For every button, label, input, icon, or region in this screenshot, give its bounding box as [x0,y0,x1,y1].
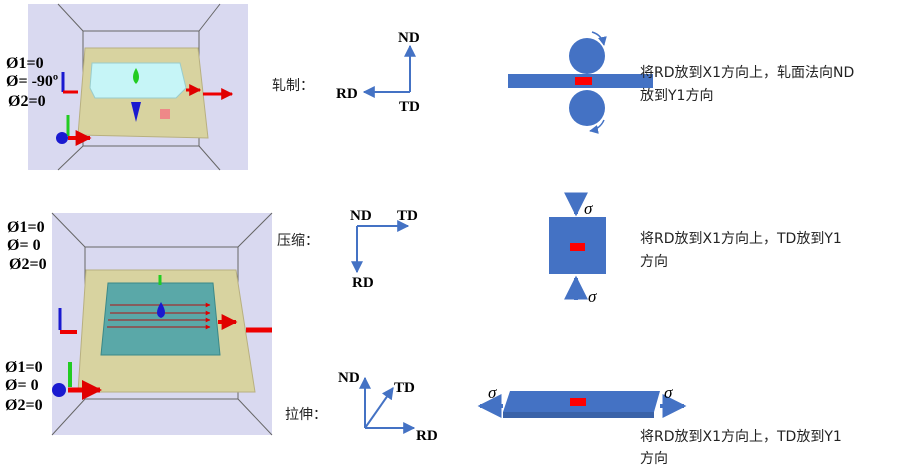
svg-text:Ø= -90º: Ø= -90º [6,73,58,90]
rolling-3d-scene [28,3,248,171]
tension-axes [359,376,416,434]
svg-text:Ø2=0: Ø2=0 [9,256,47,273]
sigma-label: σ [588,287,597,306]
compression-label: 压缩： [277,233,319,249]
svg-text:Ø= 0: Ø= 0 [5,377,39,394]
svg-text:Ø1=0: Ø1=0 [5,359,43,376]
rd-axis-label: RD [352,275,374,291]
compression-euler-angles: Ø1=0 Ø= 0 Ø2=0 [7,219,47,273]
td-axis-label: TD [397,208,418,224]
compression-schematic [549,192,606,300]
rolling-schematic [508,31,653,134]
svg-text:Ø1=0: Ø1=0 [6,55,44,72]
compression-description-line1: 将RD放到X1方向上，TD放到Y1 [640,231,842,247]
tension-euler-angles: Ø1=0 Ø= 0 Ø2=0 [5,359,43,414]
compression-tension-3d-scene [51,212,273,436]
rolling-description-line1: 将RD放到X1方向上，轧面法向ND [640,65,854,81]
compression-description-line2: 方向 [640,254,668,270]
sigma-label: σ [488,383,497,402]
tension-label: 拉伸： [285,407,327,423]
svg-text:Ø2=0: Ø2=0 [8,93,46,110]
sigma-label: σ [584,199,593,218]
tension-description-line1: 将RD放到X1方向上，TD放到Y1 [640,429,842,445]
rolling-euler-angles: Ø1=0 Ø= -90º Ø2=0 [6,55,58,110]
nd-axis-label: ND [338,370,360,386]
svg-text:Ø= 0: Ø= 0 [7,237,41,254]
rolling-label: 轧制： [272,78,314,94]
rd-axis-label: RD [336,86,358,102]
nd-axis-label: ND [398,30,420,46]
svg-text:Ø2=0: Ø2=0 [5,397,43,414]
nd-axis-label: ND [350,208,372,224]
rolling-description-line2: 放到Y1方向 [640,88,713,104]
td-axis-label: TD [394,380,415,396]
tension-schematic [477,391,687,418]
tension-description-line2: 方向 [640,451,668,467]
svg-text:Ø1=0: Ø1=0 [7,219,45,236]
compression-axes [351,220,410,274]
sigma-label: σ [664,383,673,402]
rolling-axes [362,44,416,98]
rd-axis-label: RD [416,428,438,444]
td-axis-label: TD [399,99,420,115]
